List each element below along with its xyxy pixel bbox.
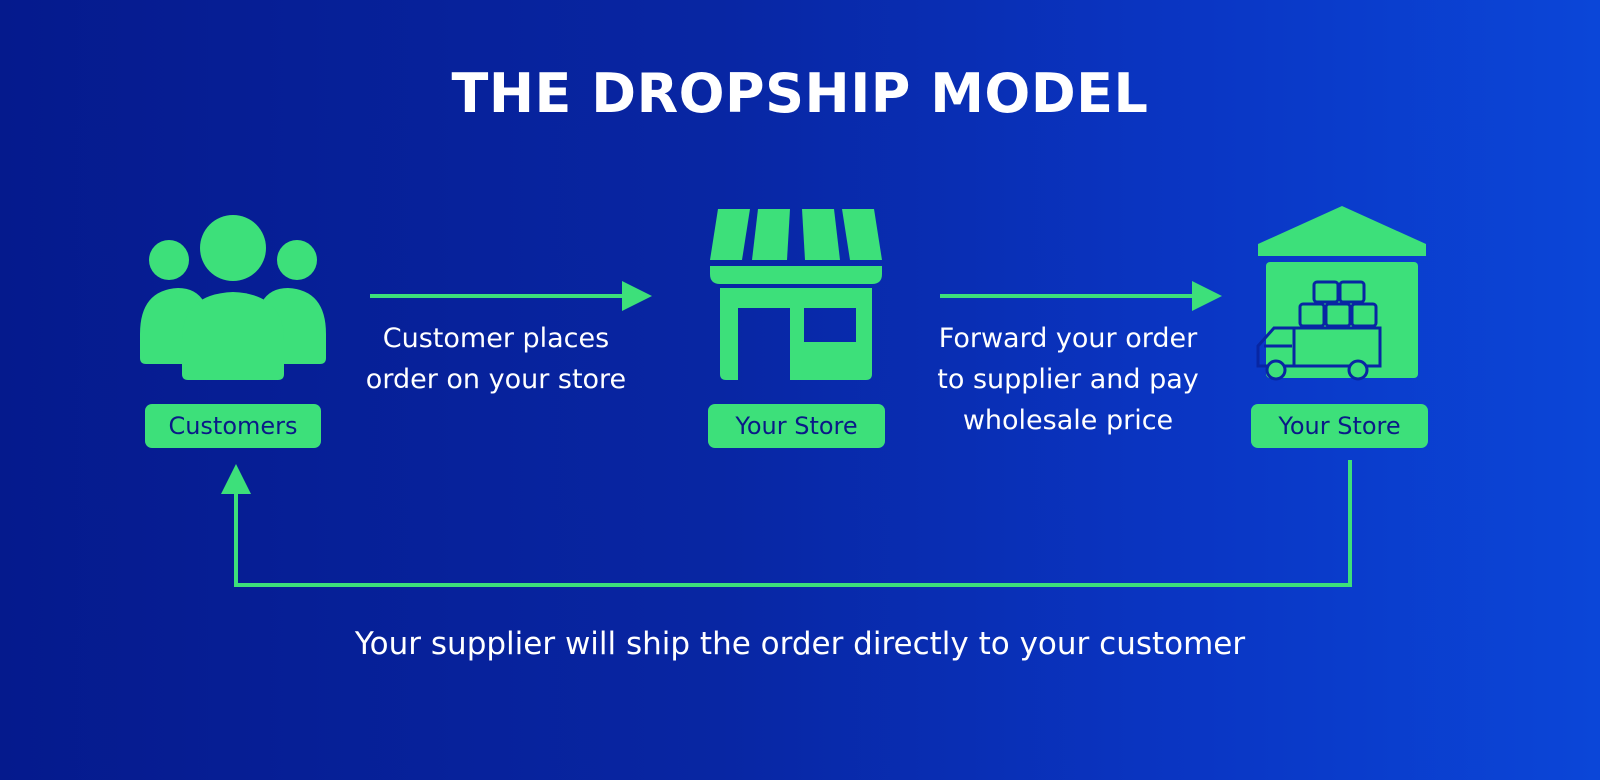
flow-arrow-order (370, 281, 652, 311)
customers-group-icon (140, 215, 326, 380)
storefront-icon (710, 209, 882, 380)
warehouse-truck-icon (1256, 206, 1426, 381)
node-label-customers: Customers (145, 404, 321, 448)
diagram-title: THE DROPSHIP MODEL (451, 62, 1149, 125)
node-label-supplier: Your Store (1251, 404, 1428, 448)
flow-caption-order: Customer places order on your store (365, 323, 627, 395)
node-label-store: Your Store (708, 404, 885, 448)
flow-arrow-forward (940, 281, 1222, 311)
flow-caption-ship: Your supplier will ship the order direct… (354, 626, 1246, 662)
flow-caption-forward: Forward your order to supplier and pay w… (937, 323, 1199, 436)
